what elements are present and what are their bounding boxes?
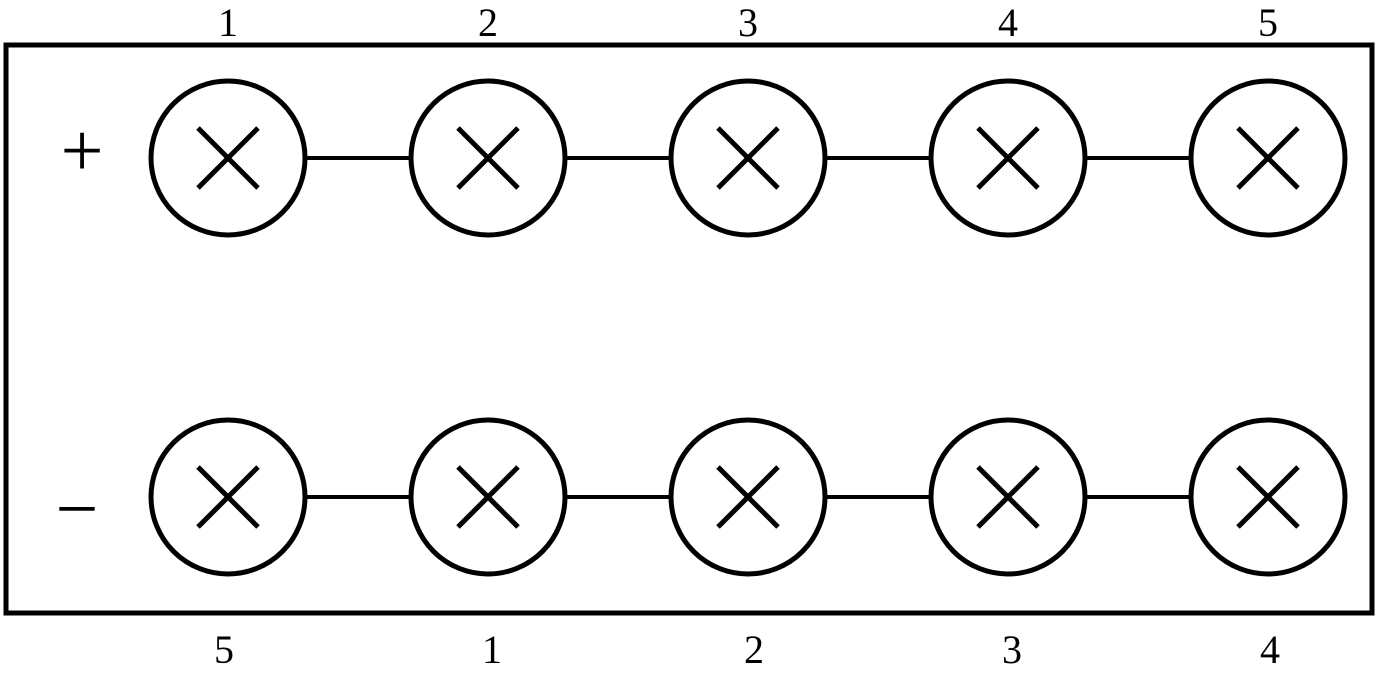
node-minus-3[interactable] bbox=[668, 417, 828, 577]
cross-icon bbox=[976, 126, 1040, 190]
node-plus-3[interactable] bbox=[668, 78, 828, 238]
cross-icon bbox=[716, 465, 780, 529]
cross-icon bbox=[196, 465, 260, 529]
top-label-3: 3 bbox=[738, 0, 758, 45]
top-label-group: 1 2 3 4 5 bbox=[218, 0, 1278, 45]
node-plus-4[interactable] bbox=[928, 78, 1088, 238]
node-minus-5[interactable] bbox=[1188, 417, 1348, 577]
node-plus-5[interactable] bbox=[1188, 78, 1348, 238]
bottom-label-1: 5 bbox=[214, 627, 234, 672]
node-plus-2[interactable] bbox=[408, 78, 568, 238]
plus-sign: + bbox=[61, 109, 104, 193]
node-minus-4[interactable] bbox=[928, 417, 1088, 577]
top-label-2: 2 bbox=[478, 0, 498, 45]
cross-icon bbox=[456, 465, 520, 529]
node-minus-2[interactable] bbox=[408, 417, 568, 577]
node-minus-1[interactable] bbox=[148, 417, 308, 577]
top-label-5: 5 bbox=[1258, 0, 1278, 45]
cross-icon bbox=[1236, 126, 1300, 190]
node-plus-1[interactable] bbox=[148, 78, 308, 238]
top-label-1: 1 bbox=[218, 0, 238, 45]
cross-icon bbox=[456, 126, 520, 190]
cross-icon bbox=[1236, 465, 1300, 529]
cross-icon bbox=[716, 126, 780, 190]
cross-icon bbox=[196, 126, 260, 190]
minus-sign: − bbox=[56, 467, 99, 551]
bottom-label-group: 5 1 2 3 4 bbox=[214, 627, 1280, 672]
bottom-label-3: 2 bbox=[744, 627, 764, 672]
row-positive: + bbox=[61, 78, 1348, 238]
bottom-label-5: 4 bbox=[1260, 627, 1280, 672]
top-label-4: 4 bbox=[998, 0, 1018, 45]
bottom-label-4: 3 bbox=[1002, 627, 1022, 672]
cross-icon bbox=[976, 465, 1040, 529]
bottom-label-2: 1 bbox=[482, 627, 502, 672]
row-negative: − bbox=[56, 417, 1348, 577]
